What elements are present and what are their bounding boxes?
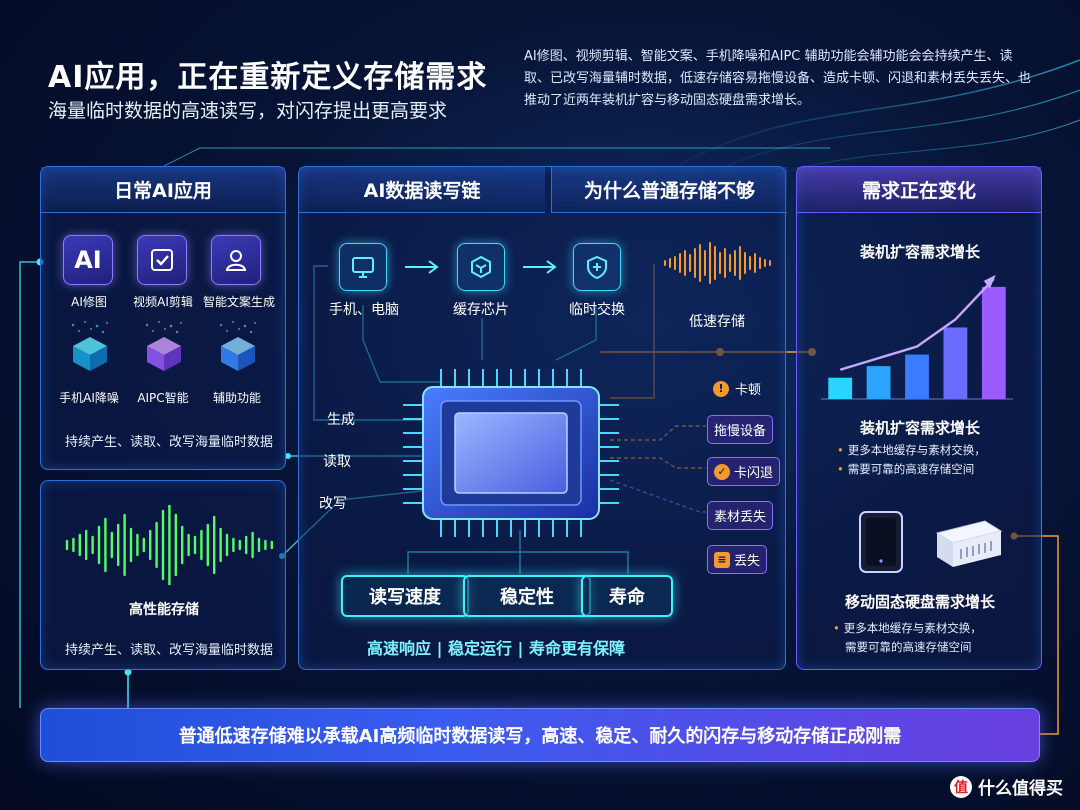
chart-caption: 装机扩容需求增长 <box>859 419 980 437</box>
video-edit-icon <box>137 235 187 285</box>
high-perf-storage-panel: 高性能存储 持续产生、读取、改写海量临时数据 <box>40 480 286 670</box>
site-name: 什么值得买 <box>978 779 1063 799</box>
arrow-right-icon <box>405 260 439 274</box>
issue-lag: ! 卡顿 <box>713 379 761 398</box>
chart-bar <box>981 286 1006 399</box>
ssd-bullet-1: •更多本地缓存与素材交换， <box>833 619 982 638</box>
arrow-right-icon <box>523 260 557 274</box>
chain-node-device: 手机、电脑 <box>329 302 399 318</box>
cube-label-aipc: AIPC智能 <box>137 391 189 405</box>
chart-trend-arrowhead <box>983 275 996 289</box>
app-label-video: 视频AI剪辑 <box>133 295 193 309</box>
why-panel-title: 为什么普通存储不够 <box>551 167 787 213</box>
ssd-bullet-2: 需要可靠的高速存储空间 <box>845 638 972 657</box>
metric-lifespan: 寿命 <box>581 575 673 617</box>
storage-caption: 持续产生、读取、改写海量临时数据 <box>65 643 274 658</box>
chain-panel: AI数据读写链 为什么普通存储不够 手机、电脑 缓存芯片 临时交换 低速存储 生… <box>298 166 787 670</box>
issue-crash: ✓ 卡闪退 <box>707 457 781 486</box>
daily-ai-caption: 持续产生、读取、改写海量临时数据 <box>65 435 274 450</box>
daily-ai-panel-title: 日常AI应用 <box>41 167 285 213</box>
storage-wave-label: 高性能存储 <box>129 602 199 618</box>
op-generate: 生成 <box>327 412 355 428</box>
ssd-title: 移动固态硬盘需求增长 <box>844 593 995 611</box>
chart-bullet-2: •需要可靠的高速存储空间 <box>837 460 974 479</box>
tablet-drive-icon <box>859 511 903 573</box>
ssd-bullet-2-text: 需要可靠的高速存储空间 <box>845 640 972 654</box>
ssd-drive-icon <box>935 520 1003 567</box>
cube-label-assist: 辅助功能 <box>212 391 261 405</box>
chain-node-cache: 缓存芯片 <box>453 302 509 318</box>
chart-bar <box>866 366 891 399</box>
app-copywriting[interactable] <box>211 235 261 285</box>
site-watermark: 值 什么值得买 <box>950 774 1063 799</box>
page-subtitle: 海量临时数据的高速读写，对闪存提出更高要求 <box>48 100 448 122</box>
op-read: 读取 <box>323 454 351 470</box>
chart-bullet-1: •更多本地缓存与素材交换， <box>837 441 986 460</box>
issue-material-loss: 素材丢失 <box>707 501 774 530</box>
low-speed-wave-icon <box>664 242 771 284</box>
chart-bar <box>905 354 929 399</box>
op-rewrite: 改写 <box>319 496 347 512</box>
shield-plus-icon[interactable] <box>573 243 621 291</box>
app-video-edit[interactable] <box>137 235 187 285</box>
processor-chip-icon <box>403 369 619 537</box>
bullet-dot: • <box>837 462 844 476</box>
ssd-bullet-1-text: 更多本地缓存与素材交换， <box>843 621 982 635</box>
chart-bar <box>943 327 968 399</box>
app-ai-retouch[interactable]: AI <box>63 235 119 285</box>
chart-bullet-2-text: 需要可靠的高速存储空间 <box>847 462 975 476</box>
issue-crash-label: 卡闪退 <box>734 466 774 481</box>
app-label-retouch: AI修图 <box>71 295 107 309</box>
chain-footer: 高速响应 | 稳定运行 | 寿命更有保障 <box>367 639 625 658</box>
chart-trend-arrow <box>839 278 995 371</box>
chart-title: 装机扩容需求增长 <box>859 243 980 261</box>
low-speed-label: 低速存储 <box>689 314 745 330</box>
issue-loss: ≡ 丢失 <box>707 545 768 574</box>
metric-speed: 读写速度 <box>341 575 469 617</box>
conclusion-banner: 普通低速存储难以承载AI高频临时数据读写，高速、稳定、耐久的闪存与移动存储正成刚… <box>40 708 1040 762</box>
header-description: AI修图、视频剪辑、智能文案、手机降噪和AIPC 辅助功能会辅功能会会持续产生、… <box>524 49 1032 108</box>
app-label-copy: 智能文案生成 <box>202 295 275 309</box>
daily-ai-panel: 日常AI应用 AI AI修图 视频AI剪辑 智能文案生成 手机AI降噪 AIPC… <box>40 166 286 470</box>
demand-panel: 需求正在变化 装机扩容需求增长 装机扩容需求增长 •更多本地缓存与素材交换， •… <box>796 166 1042 670</box>
cache-chip-icon[interactable] <box>457 243 505 291</box>
cube-label-denoise: 手机AI降噪 <box>59 391 119 405</box>
file-icon: ≡ <box>714 551 730 568</box>
page-title: AI应用，正在重新定义存储需求 <box>48 60 488 95</box>
user-icon <box>211 235 261 285</box>
demand-panel-title: 需求正在变化 <box>797 167 1041 213</box>
chain-node-swap: 临时交换 <box>569 302 625 318</box>
metric-stability: 稳定性 <box>463 575 591 617</box>
issue-loss-label: 丢失 <box>734 554 761 569</box>
ai-badge-icon: AI <box>63 235 113 285</box>
data-cube-icon <box>219 321 256 371</box>
chain-panel-title: AI数据读写链 <box>299 167 545 213</box>
issue-lag-label: 卡顿 <box>735 383 762 398</box>
issue-slowdown: 拖慢设备 <box>707 415 774 444</box>
chart-bar <box>828 377 853 399</box>
site-logo-icon: 值 <box>950 775 972 798</box>
monitor-icon[interactable] <box>339 243 387 291</box>
data-cube-icon <box>145 321 182 371</box>
bullet-dot: • <box>833 621 840 635</box>
warning-icon: ✓ <box>714 463 730 480</box>
waveform-icon <box>65 505 274 585</box>
data-cube-icon <box>71 321 108 371</box>
demand-bar-chart <box>821 275 1013 400</box>
chart-bullet-1-text: 更多本地缓存与素材交换， <box>847 443 986 457</box>
bullet-dot: • <box>837 443 844 457</box>
clock-icon: ! <box>713 380 729 397</box>
